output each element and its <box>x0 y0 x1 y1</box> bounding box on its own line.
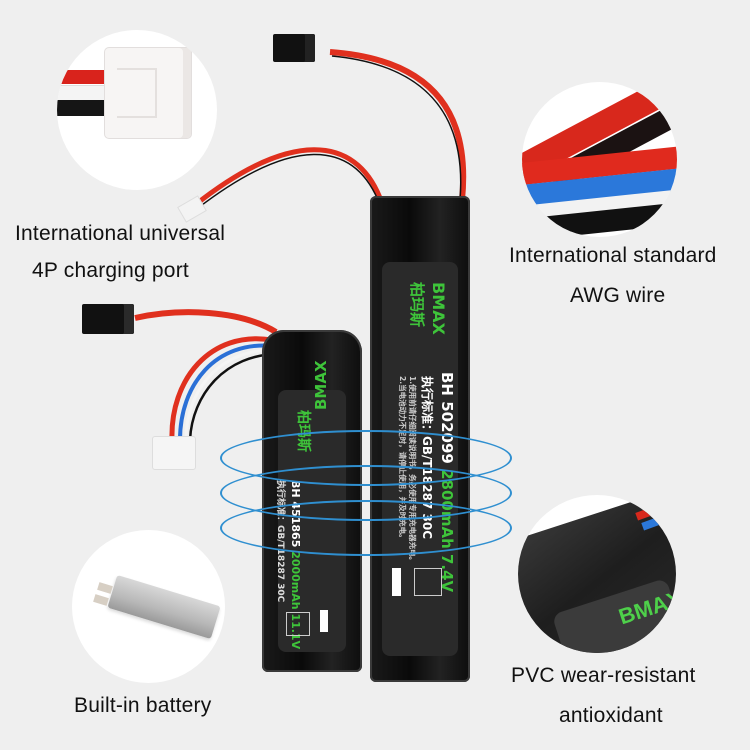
recycle-bin-icon-large <box>414 568 442 596</box>
white-bar-icon-large <box>392 568 401 596</box>
caption-charging-port-line1: International universal <box>15 222 226 245</box>
ring-bottom <box>220 500 512 556</box>
main-connector-small <box>82 304 134 334</box>
connector-latch <box>117 68 157 118</box>
caption-awg-line1: International standard <box>509 244 717 267</box>
caption-awg-line2: AWG wire <box>570 284 666 307</box>
jst-connector-icon <box>105 48 191 138</box>
inset-built-in-battery <box>72 530 225 683</box>
inset-awg-wire <box>522 82 677 237</box>
inset-pvc: BMAX <box>518 495 676 653</box>
battery-large-brand: BMAX <box>429 282 448 335</box>
caption-charging-port-line2: 4P charging port <box>32 259 189 282</box>
wire-black <box>57 100 117 116</box>
battery-small-brand: BMAX <box>312 360 330 410</box>
inset-charging-port <box>57 30 217 190</box>
wire-red <box>57 70 117 84</box>
white-bar-icon <box>320 610 328 632</box>
jst-connector-small <box>152 436 196 470</box>
wire-white <box>57 85 117 100</box>
main-connector-large <box>273 34 315 62</box>
battery-large-brand-cn: 柏玛斯 <box>408 282 426 328</box>
caption-pvc-line1: PVC wear-resistant <box>511 664 696 687</box>
caption-built-in-battery: Built-in battery <box>74 694 212 717</box>
recycle-bin-icon <box>286 612 310 636</box>
caption-pvc-line2: antioxidant <box>559 704 663 727</box>
